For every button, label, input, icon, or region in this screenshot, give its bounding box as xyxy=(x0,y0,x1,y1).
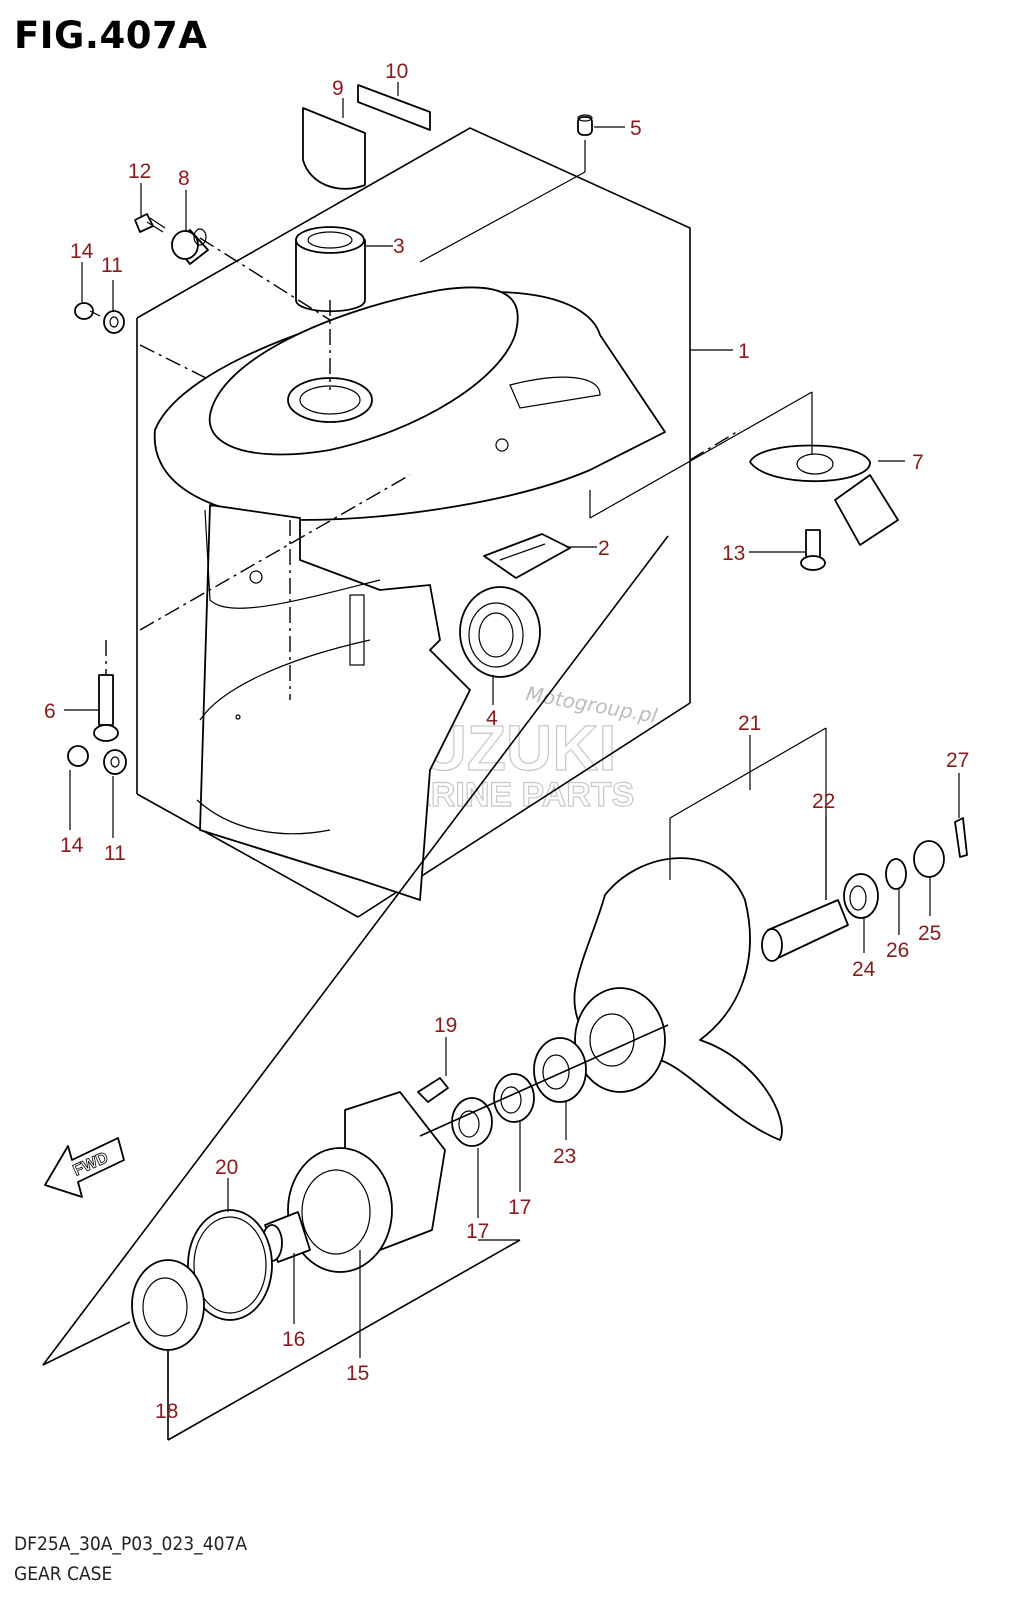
trim-tab-part-7 xyxy=(749,444,899,546)
callout-15: 15 xyxy=(346,1362,369,1385)
callout-9: 9 xyxy=(332,77,344,100)
callout-19: 19 xyxy=(434,1014,457,1037)
callout-5: 5 xyxy=(630,117,642,140)
callout-14-upper: 14 xyxy=(70,240,94,263)
bearing-18 xyxy=(131,1259,205,1351)
section-name: GEAR CASE xyxy=(14,1563,113,1585)
leader-lines xyxy=(64,82,960,1395)
screw-part-12 xyxy=(134,213,166,233)
bearing-housing-15 xyxy=(287,1091,446,1273)
callout-11-lower: 11 xyxy=(104,842,126,865)
bearing-part-4 xyxy=(459,586,541,678)
callout-23: 23 xyxy=(553,1145,576,1168)
bolt-part-13 xyxy=(800,529,826,571)
callout-11-upper: 11 xyxy=(101,254,123,277)
assembly-guide-lines xyxy=(42,391,827,1441)
cotter-pin-27 xyxy=(954,817,968,858)
plate-parts xyxy=(302,84,431,190)
callout-7: 7 xyxy=(912,451,924,474)
center-dash-lines xyxy=(105,237,741,700)
callout-17-left: 17 xyxy=(466,1220,489,1243)
fwd-arrow-icon: FWD xyxy=(44,1137,125,1198)
callout-21: 21 xyxy=(738,712,761,735)
callout-26: 26 xyxy=(886,939,909,962)
thrust-washer-23 xyxy=(533,1037,587,1103)
bolt-part-6 xyxy=(93,674,119,742)
figure-title: FIG.407A xyxy=(14,14,208,57)
callout-20: 20 xyxy=(215,1156,238,1179)
callout-13: 13 xyxy=(722,542,745,565)
diagram-code: DF25A_30A_P03_023_407A xyxy=(14,1533,248,1555)
callout-18: 18 xyxy=(155,1400,178,1423)
callout-4: 4 xyxy=(486,707,498,730)
callout-6: 6 xyxy=(44,700,56,723)
callout-2: 2 xyxy=(598,537,610,560)
plug-and-washer-lower xyxy=(67,745,127,775)
callout-16: 16 xyxy=(282,1328,305,1351)
callout-12: 12 xyxy=(128,160,151,183)
callout-1: 1 xyxy=(738,340,750,363)
seal-17a xyxy=(493,1073,535,1123)
o-ring-20 xyxy=(187,1209,273,1321)
callout-8: 8 xyxy=(178,167,190,190)
pin-part xyxy=(577,114,593,136)
callout-labels: 1 2 3 4 5 6 7 8 9 10 11 11 12 13 14 14 1… xyxy=(44,60,969,1423)
callout-25: 25 xyxy=(918,922,941,945)
bushing-part xyxy=(295,226,366,313)
housing-box-lines xyxy=(136,127,691,918)
callout-27: 27 xyxy=(946,749,969,772)
callout-10: 10 xyxy=(385,60,408,83)
shaft-spacer-22 xyxy=(761,899,849,962)
callout-22: 22 xyxy=(812,790,835,813)
propeller-part xyxy=(573,857,783,1141)
nut-25 xyxy=(913,840,945,878)
plug-and-washer-upper xyxy=(74,302,125,334)
washer-24 xyxy=(843,873,879,919)
gear-case-housing xyxy=(153,286,666,901)
grommet-part xyxy=(171,228,209,265)
callout-17-right: 17 xyxy=(508,1196,531,1219)
callout-24: 24 xyxy=(852,958,876,981)
callout-14-lower: 14 xyxy=(60,834,84,857)
washer-26 xyxy=(885,858,907,890)
callout-3: 3 xyxy=(393,235,405,258)
clip-part-2 xyxy=(483,533,571,579)
bolt-19 xyxy=(417,1077,449,1103)
seal-17b xyxy=(451,1097,493,1147)
